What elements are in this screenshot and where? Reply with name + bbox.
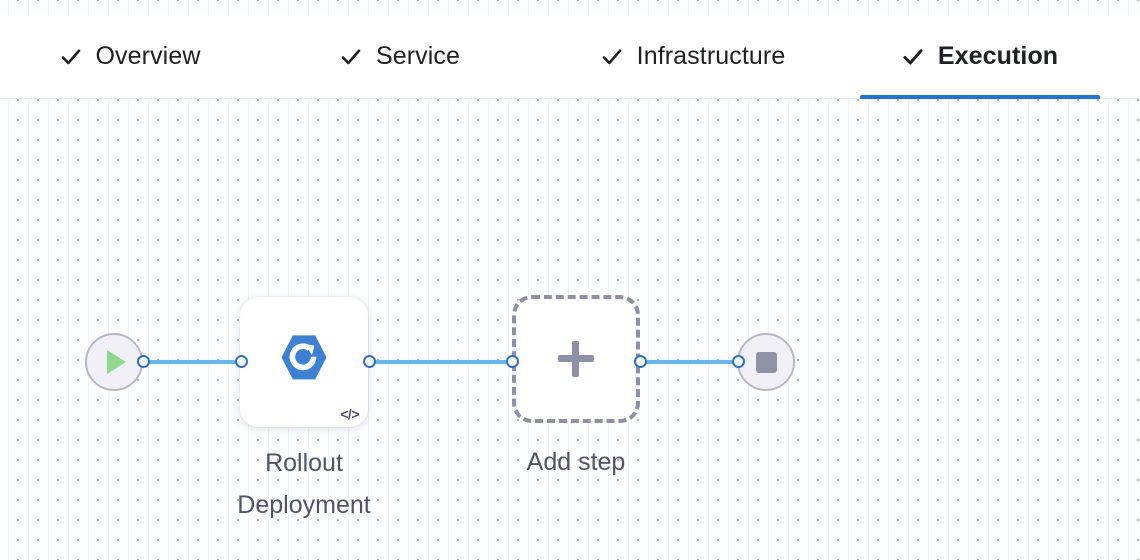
tab-label: Service [375, 42, 461, 70]
flow-node-end[interactable] [737, 333, 795, 391]
flow-node-rollout-deployment[interactable]: </> [240, 297, 368, 427]
flow-node-label-rollout-deployment: Rollout Deployment [204, 442, 404, 526]
flow-node-label-add-step: Add step [526, 448, 626, 476]
tab-overview[interactable]: Overview [20, 14, 240, 99]
tab-infrastructure[interactable]: Infrastructure [558, 14, 828, 99]
flow-node-start[interactable] [85, 333, 143, 391]
tab-active-underline [860, 95, 1100, 99]
tab-label: Execution [937, 42, 1059, 70]
check-icon [902, 46, 924, 68]
port-add-step-output[interactable] [634, 355, 647, 368]
label-line-1: Rollout [265, 449, 343, 477]
pipeline-stage-tabs: Overview Service Infrastructure Executio… [0, 14, 1140, 99]
check-icon [601, 46, 623, 68]
port-rollout-output[interactable] [363, 355, 376, 368]
plus-icon [558, 341, 594, 377]
tab-label: Infrastructure [636, 42, 786, 70]
code-icon: </> [340, 406, 359, 422]
tab-service[interactable]: Service [300, 14, 500, 99]
check-icon [340, 46, 362, 68]
execution-flow-graph: </> Rollout Deployment Add step [0, 99, 1140, 560]
port-end-input[interactable] [732, 355, 745, 368]
tab-execution[interactable]: Execution [860, 14, 1100, 99]
play-icon [107, 350, 126, 374]
label-line-2: Deployment [237, 491, 371, 519]
rollout-deployment-icon [279, 333, 329, 386]
tab-label: Overview [95, 42, 201, 70]
port-rollout-input[interactable] [235, 355, 248, 368]
port-add-step-input[interactable] [506, 355, 519, 368]
port-start-output[interactable] [137, 355, 150, 368]
stop-icon [755, 351, 777, 373]
check-icon [60, 46, 82, 68]
flow-node-add-step[interactable] [512, 295, 640, 423]
